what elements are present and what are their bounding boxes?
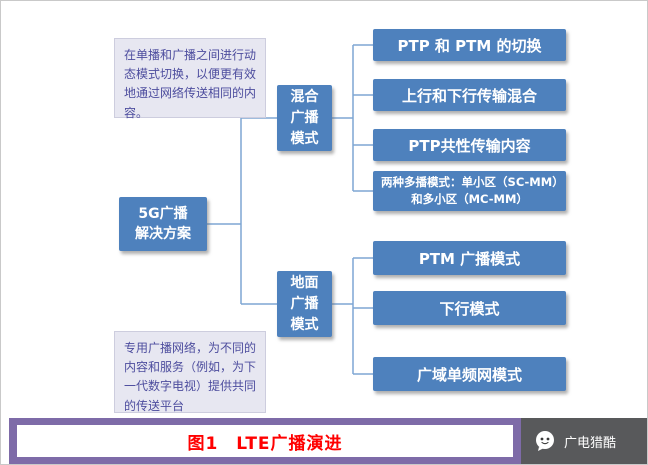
leaf-node-label: PTP共性传输内容	[408, 136, 531, 155]
footer-bar: 图1 LTE广播演进 广电猎酷	[9, 418, 647, 464]
leaf-node-uplink-downlink-mix: 上行和下行传输混合	[373, 79, 566, 111]
branch-node-label: 混合 广播 模式	[290, 88, 319, 147]
caption-frame: 图1 LTE广播演进	[9, 418, 521, 464]
leaf-node-label: 广域单频网模式	[416, 365, 522, 384]
leaf-node-label: PTP 和 PTM 的切换	[397, 36, 542, 55]
leaf-node-label: 下行模式	[439, 299, 500, 318]
branch-node-label: 地面 广播 模式	[290, 274, 319, 333]
note-hybrid-mode: 在单播和广播之间进行动态模式切换，以便更有效地通过网络传送相同的内容。	[114, 38, 266, 120]
leaf-node-multicast-modes: 两种多播模式：单小区（SC-MM）和多小区（MC-MM）	[373, 171, 566, 211]
leaf-node-downlink-mode: 下行模式	[373, 291, 566, 325]
leaf-node-ptm-broadcast-mode: PTM 广播模式	[373, 241, 566, 275]
note-text: 在单播和广播之间进行动态模式切换，以便更有效地通过网络传送相同的内容。	[124, 48, 257, 120]
root-node-label: 5G广播 解决方案	[135, 205, 191, 242]
brand-logo-icon	[533, 429, 557, 453]
caption-strip: 图1 LTE广播演进	[17, 425, 513, 457]
note-terrestrial-mode: 专用广播网络，为不同的内容和服务（例如，为下一代数字电视）提供共同的传送平台	[114, 331, 266, 413]
leaf-node-wide-area-sfn-mode: 广域单频网模式	[373, 357, 566, 391]
root-node-5g-broadcast: 5G广播 解决方案	[119, 197, 207, 251]
branch-node-terrestrial-broadcast: 地面 广播 模式	[277, 271, 332, 337]
leaf-node-ptp-common-content: PTP共性传输内容	[373, 129, 566, 161]
leaf-node-label: 两种多播模式：单小区（SC-MM）和多小区（MC-MM）	[381, 175, 558, 206]
note-text: 专用广播网络，为不同的内容和服务（例如，为下一代数字电视）提供共同的传送平台	[124, 341, 257, 413]
leaf-node-label: PTM 广播模式	[418, 249, 521, 268]
branch-node-hybrid-broadcast: 混合 广播 模式	[277, 85, 332, 151]
leaf-node-label: 上行和下行传输混合	[401, 86, 537, 105]
brand-name: 广电猎酷	[564, 435, 617, 451]
figure-caption: 图1 LTE广播演进	[187, 433, 343, 454]
brand-area: 广电猎酷	[521, 418, 647, 464]
leaf-node-ptp-ptm-switch: PTP 和 PTM 的切换	[373, 29, 566, 61]
